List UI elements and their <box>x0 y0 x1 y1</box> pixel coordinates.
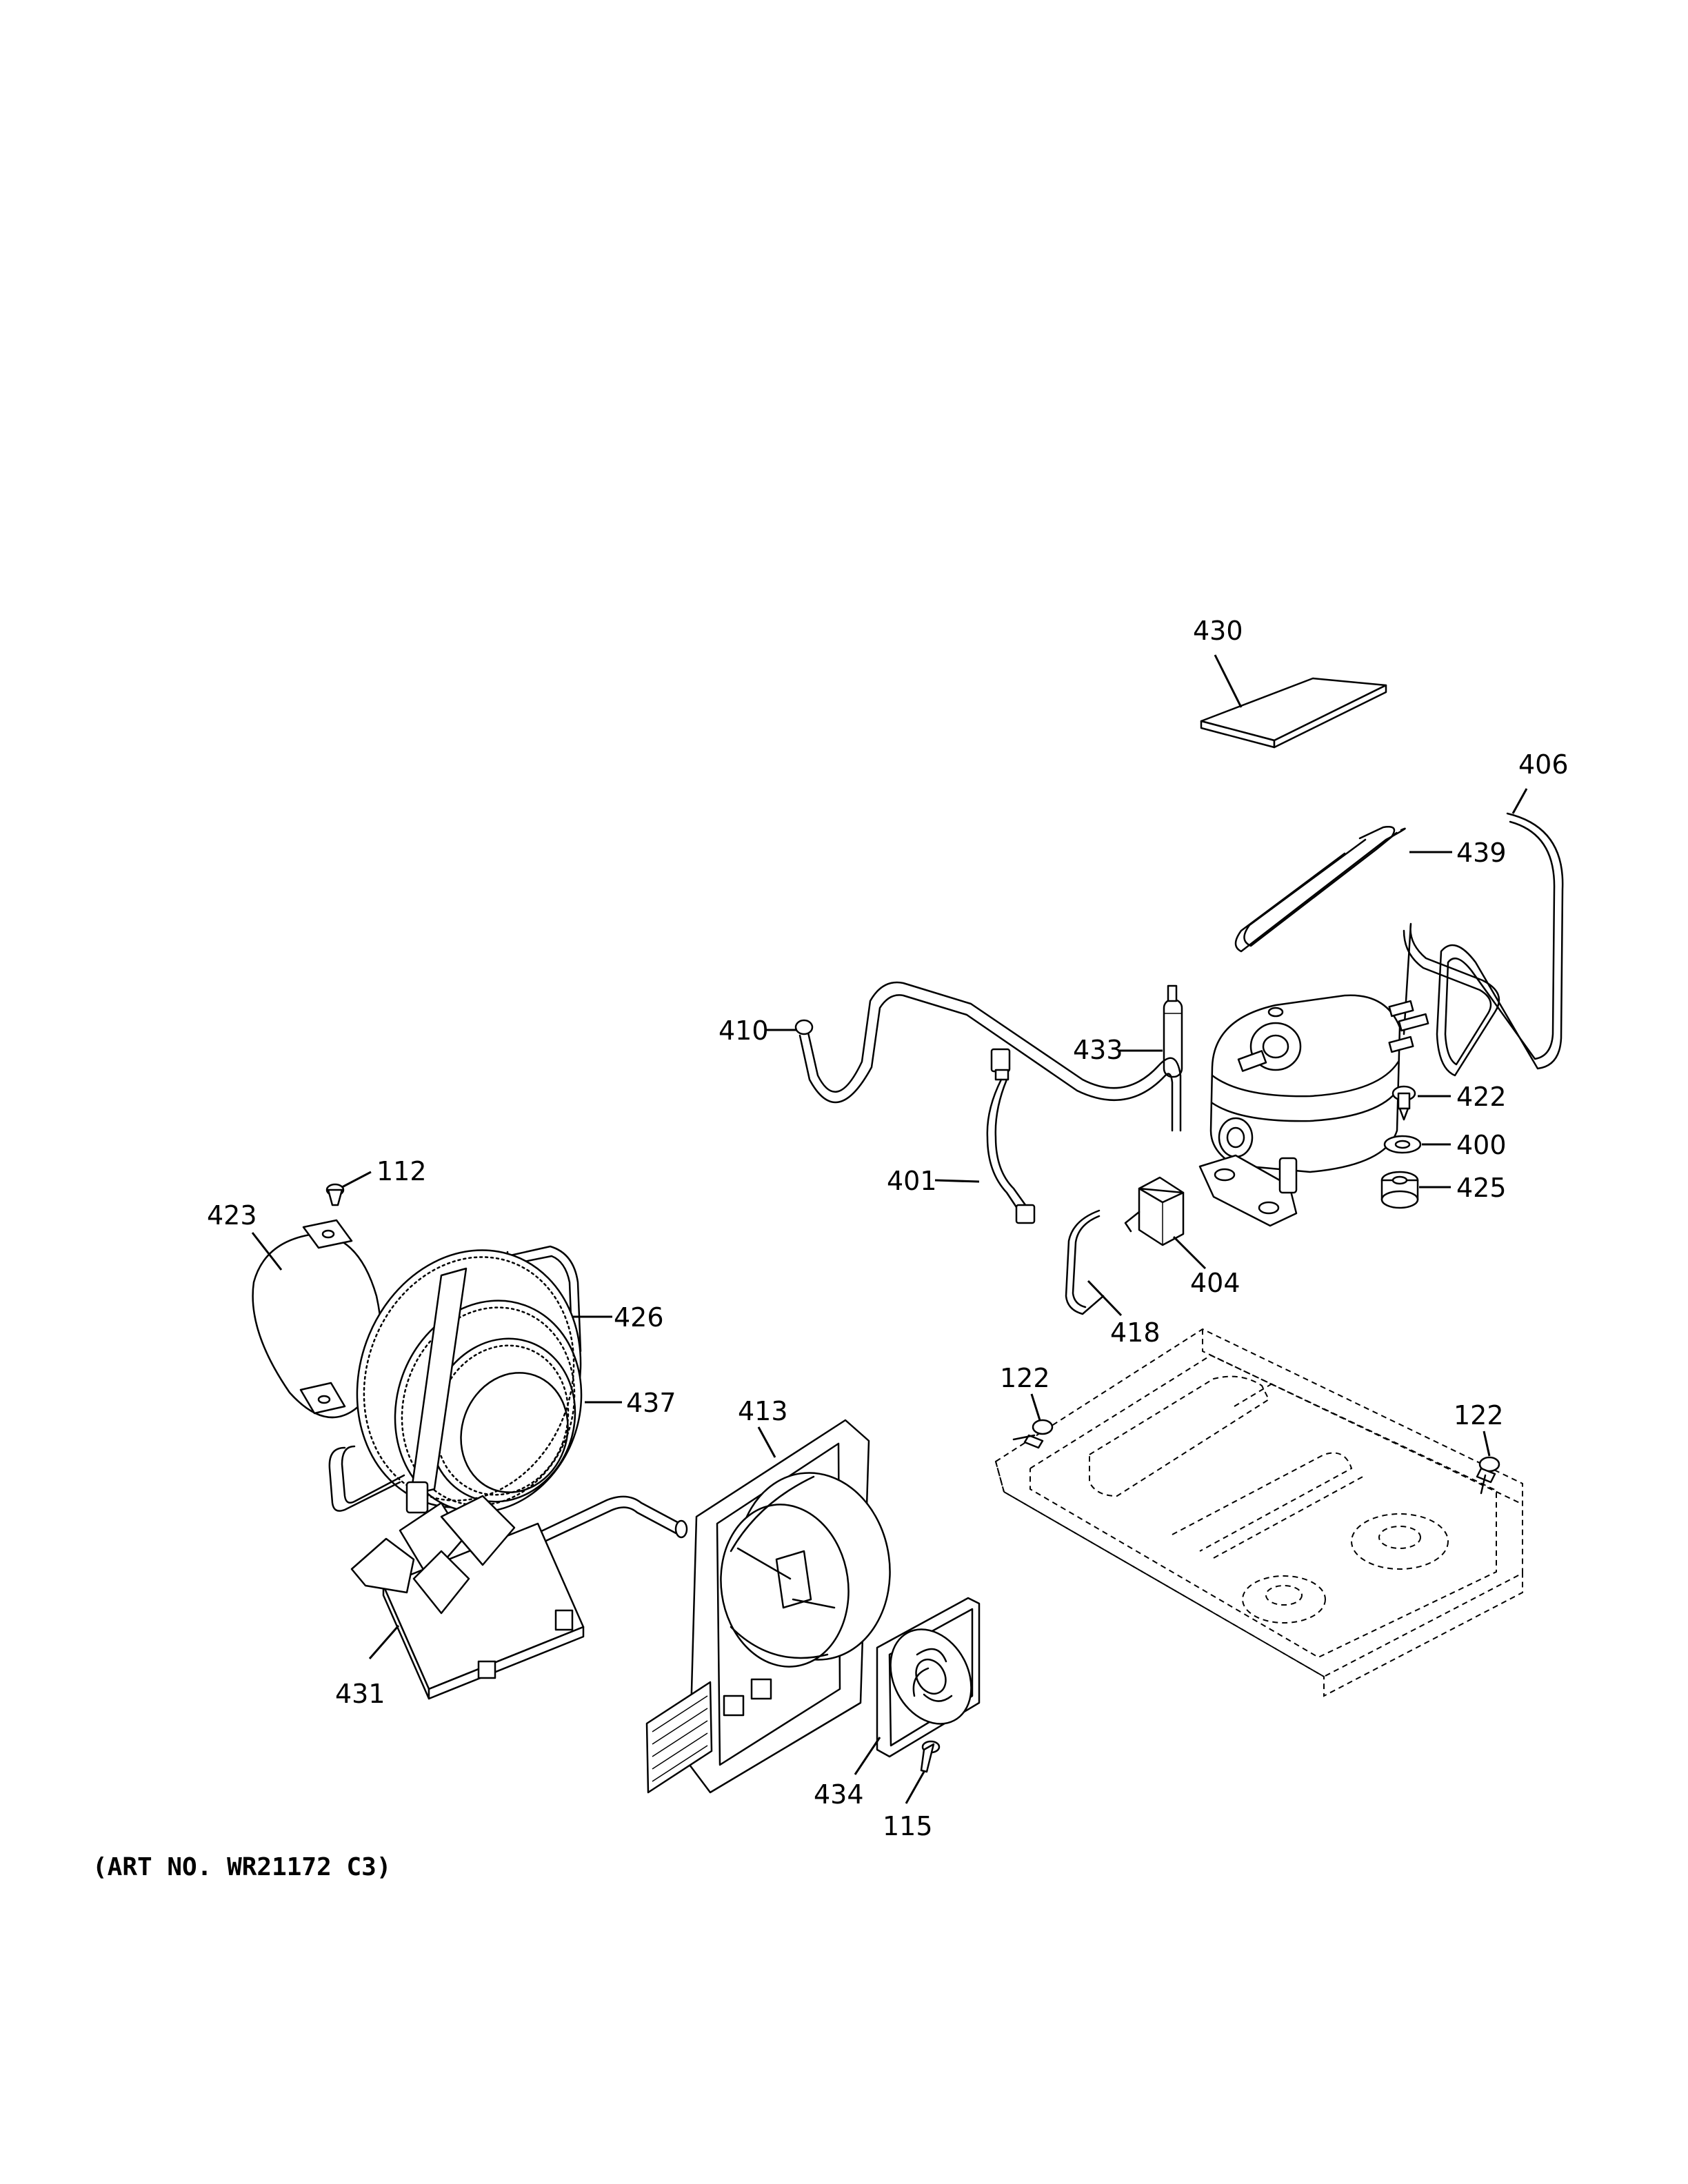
label-413: 413 <box>738 1396 788 1426</box>
part-122-screw-a <box>1012 1419 1054 1449</box>
label-423: 423 <box>207 1200 257 1231</box>
part-422-grommet <box>1391 1085 1416 1121</box>
part-401-harness <box>986 1048 1036 1224</box>
label-430: 430 <box>1193 616 1243 646</box>
part-400-washer <box>1383 1135 1422 1154</box>
label-401: 401 <box>887 1166 937 1196</box>
label-115: 115 <box>883 1811 933 1841</box>
label-426: 426 <box>614 1302 664 1333</box>
label-400: 400 <box>1456 1130 1507 1160</box>
leader-lines <box>251 654 1528 1804</box>
part-439-tube-loop <box>1234 826 1406 953</box>
part-coil-tube <box>328 1445 688 1590</box>
part-406-tube <box>1403 812 1564 1077</box>
part-425-grommet <box>1380 1171 1419 1209</box>
label-433: 433 <box>1073 1035 1123 1065</box>
label-425: 425 <box>1456 1173 1507 1203</box>
part-400-compressor <box>1198 994 1429 1227</box>
label-404: 404 <box>1190 1268 1240 1298</box>
part-413-shroud <box>645 1419 891 1794</box>
part-base-frame <box>994 1328 1523 1697</box>
label-437: 437 <box>626 1388 676 1418</box>
label-122b: 122 <box>1454 1400 1504 1430</box>
label-410: 410 <box>719 1015 769 1046</box>
part-115-screw <box>920 1740 941 1773</box>
label-439: 439 <box>1456 838 1507 868</box>
part-418-clip <box>1065 1209 1105 1315</box>
label-422: 422 <box>1456 1082 1507 1112</box>
part-423-cover <box>252 1219 383 1419</box>
label-434: 434 <box>814 1779 864 1810</box>
label-122a: 122 <box>1000 1363 1050 1393</box>
label-406: 406 <box>1518 749 1569 780</box>
part-434-fan <box>876 1597 981 1758</box>
label-418: 418 <box>1110 1317 1160 1348</box>
part-122-screw-b <box>1476 1456 1500 1495</box>
label-431: 431 <box>335 1679 385 1709</box>
part-112-screw <box>325 1183 345 1206</box>
part-430-pad <box>1200 677 1387 749</box>
part-404-relay <box>1124 1176 1185 1246</box>
part-431-tray <box>350 1495 585 1700</box>
label-112: 112 <box>376 1156 427 1186</box>
part-433-drier <box>1163 984 1183 1078</box>
part-437-condenser <box>356 1249 583 1514</box>
art-number: (ART NO. WR21172 C3) <box>92 1853 392 1881</box>
part-410-tube <box>794 981 1182 1132</box>
